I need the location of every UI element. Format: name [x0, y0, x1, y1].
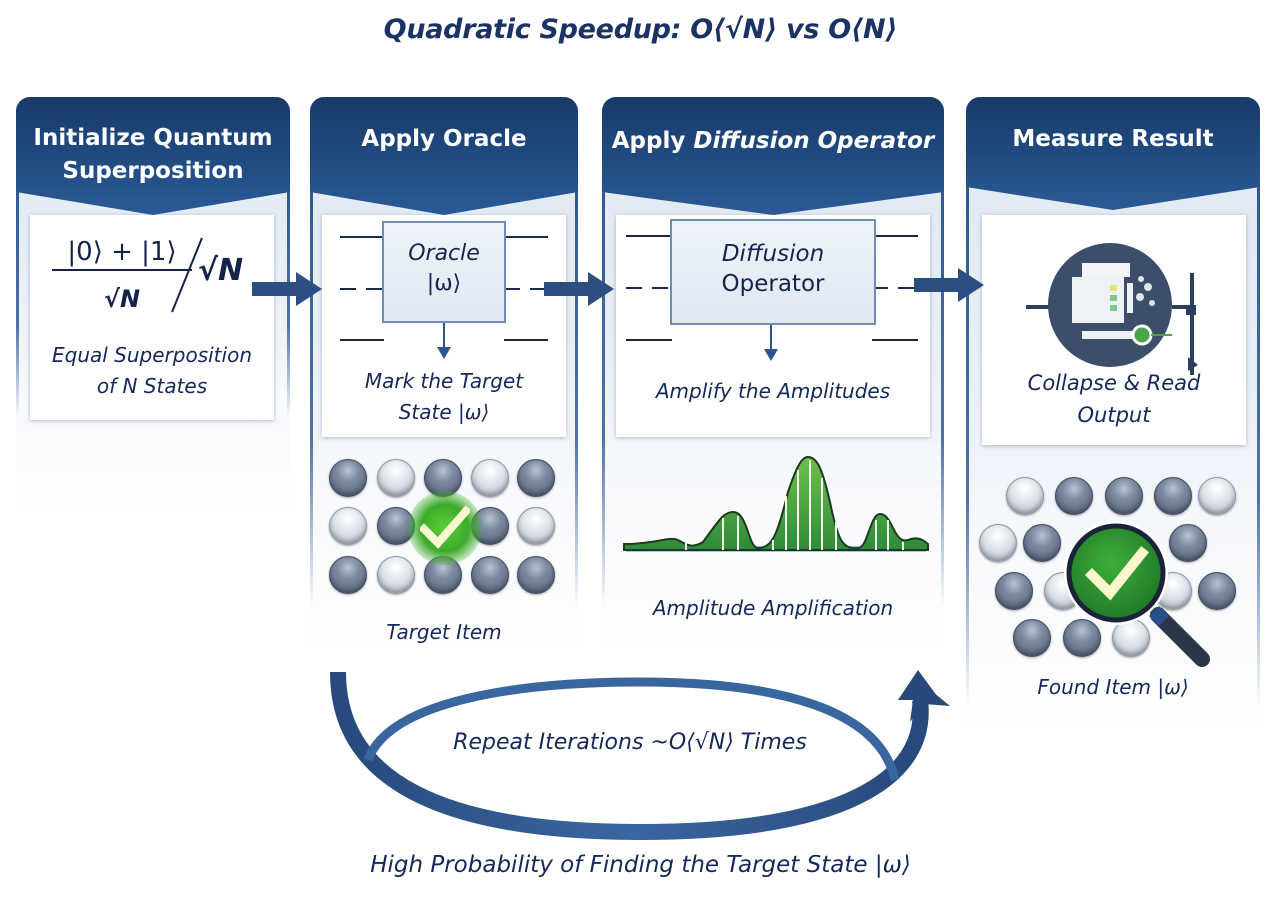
gate-label: Oracle [408, 241, 480, 266]
gate-ket: |ω⟩ [426, 271, 462, 296]
state-grid [310, 457, 578, 617]
repeat-loop-arrow [330, 670, 950, 841]
flow-arrow-3 [914, 268, 984, 302]
step-header: Measure Result [966, 97, 1260, 217]
step-header: Initialize Quantum Superposition [16, 97, 290, 217]
caption: Amplify the Amplitudes [655, 379, 891, 403]
footer-conclusion: High Probability of Finding the Target S… [370, 852, 911, 878]
caption-line1: Mark the Target [364, 369, 524, 393]
header-banner-shape [602, 97, 944, 215]
gate-label-line1: Diffusion [721, 241, 825, 267]
step-title: Measure Result [1012, 126, 1214, 152]
title-plain: Apply [611, 128, 694, 154]
formula-denominator: √N [103, 285, 141, 313]
down-arrow-icon [764, 325, 778, 361]
down-arrow-icon [437, 323, 451, 359]
check-icon [420, 505, 470, 549]
title-italic: Diffusion Operator [693, 128, 935, 154]
diffusion-card: Diffusion Operator Amplify the Amplitude… [616, 215, 930, 437]
diffusion-gate: Diffusion Operator [670, 219, 876, 325]
caption-line2: State |ω⟩ [398, 400, 490, 424]
step-title-line1: Initialize Quantum [33, 125, 273, 151]
step-header: Apply Oracle [310, 97, 578, 217]
diagram-title: Quadratic Speedup: O⟨√N⟩ vs O⟨N⟩ [383, 14, 898, 45]
flow-arrow-1 [252, 272, 322, 306]
grid-caption: Target Item [386, 620, 502, 644]
oracle-gate: Oracle |ω⟩ [382, 221, 506, 323]
repeat-iterations-label: Repeat Iterations ~O⟨√N⟩ Times [453, 730, 807, 755]
oracle-card: Oracle |ω⟩ Mark the Target State |ω⟩ [322, 215, 566, 437]
amplitude-curve [623, 455, 929, 551]
header-banner-shape [310, 97, 578, 215]
found-grid [966, 469, 1260, 669]
caption-line1: Collapse & Read [1027, 371, 1201, 395]
caption-line1: Equal Superposition [52, 343, 252, 367]
header-banner-shape [16, 97, 290, 215]
magnifier-check-icon [1064, 521, 1210, 667]
step-header: Apply Diffusion Operator [602, 97, 944, 217]
step-panel-diffusion: Apply Diffusion Operator Diffusion Opera… [602, 97, 944, 657]
found-caption: Found Item |ω⟩ [1037, 675, 1189, 699]
step-title: Apply Oracle [361, 126, 527, 152]
caption-line2: of N States [96, 374, 208, 398]
step-panel-oracle: Apply Oracle Oracle |ω⟩ Mark the Target … [310, 97, 578, 657]
caption-line2: Output [1077, 403, 1151, 427]
formula-right: √N [198, 253, 244, 288]
step-title: Apply Diffusion Operator [602, 125, 944, 157]
gate-label-line2: Operator [721, 271, 825, 297]
amplitude-graph [623, 455, 929, 552]
flow-arrow-2 [544, 272, 614, 306]
measure-card: Collapse & Read Output [982, 215, 1246, 445]
step-title-line2: Superposition [62, 158, 244, 184]
formula-numerator: |0⟩ + |1⟩ [52, 237, 192, 271]
header-banner-shape [966, 97, 1260, 210]
step-panel-initialize: Initialize Quantum Superposition |0⟩ + |… [16, 97, 290, 517]
amplitude-stripes [685, 460, 904, 550]
measurement-device-icon [1026, 243, 1198, 375]
step-panel-measure: Measure Result Collapse & Read Output [966, 97, 1260, 737]
graph-caption: Amplitude Amplification [652, 596, 894, 620]
superposition-card: |0⟩ + |1⟩ √N √N Equal Superposition of N… [30, 215, 274, 420]
